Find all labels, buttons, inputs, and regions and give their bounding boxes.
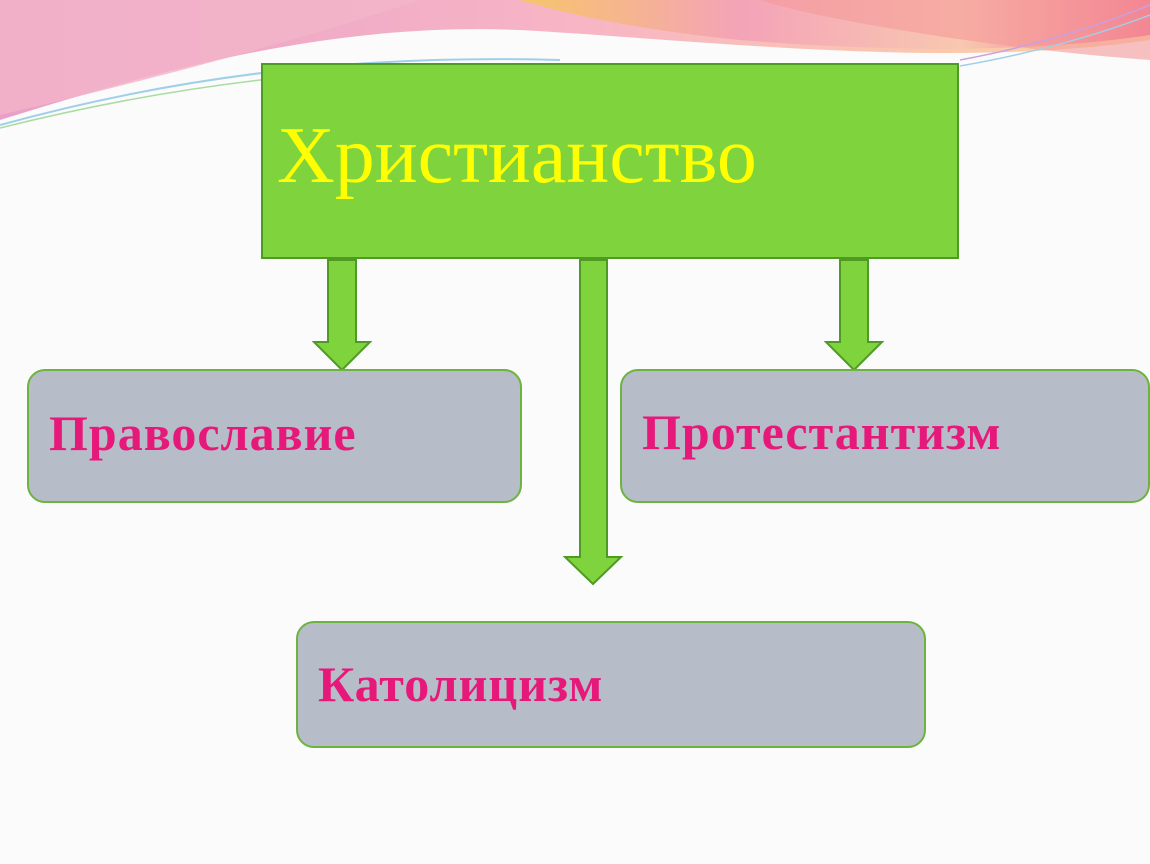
arrow-to-catholicism [562,259,624,586]
branch-node-orthodoxy: Православие [27,369,522,503]
arrow-to-orthodoxy [311,259,373,372]
branch-node-label-protestantism: Протестантизм [642,404,1002,460]
root-node-label: Христианство [277,112,757,200]
branch-node-label-orthodoxy: Православие [49,405,357,461]
root-node-christianity: Христианство [261,63,959,259]
branch-node-label-catholicism: Католицизм [318,655,604,712]
branch-node-protestantism: Протестантизм [620,369,1150,503]
branch-node-catholicism: Католицизм [296,621,926,748]
arrow-to-protestantism [823,259,885,372]
